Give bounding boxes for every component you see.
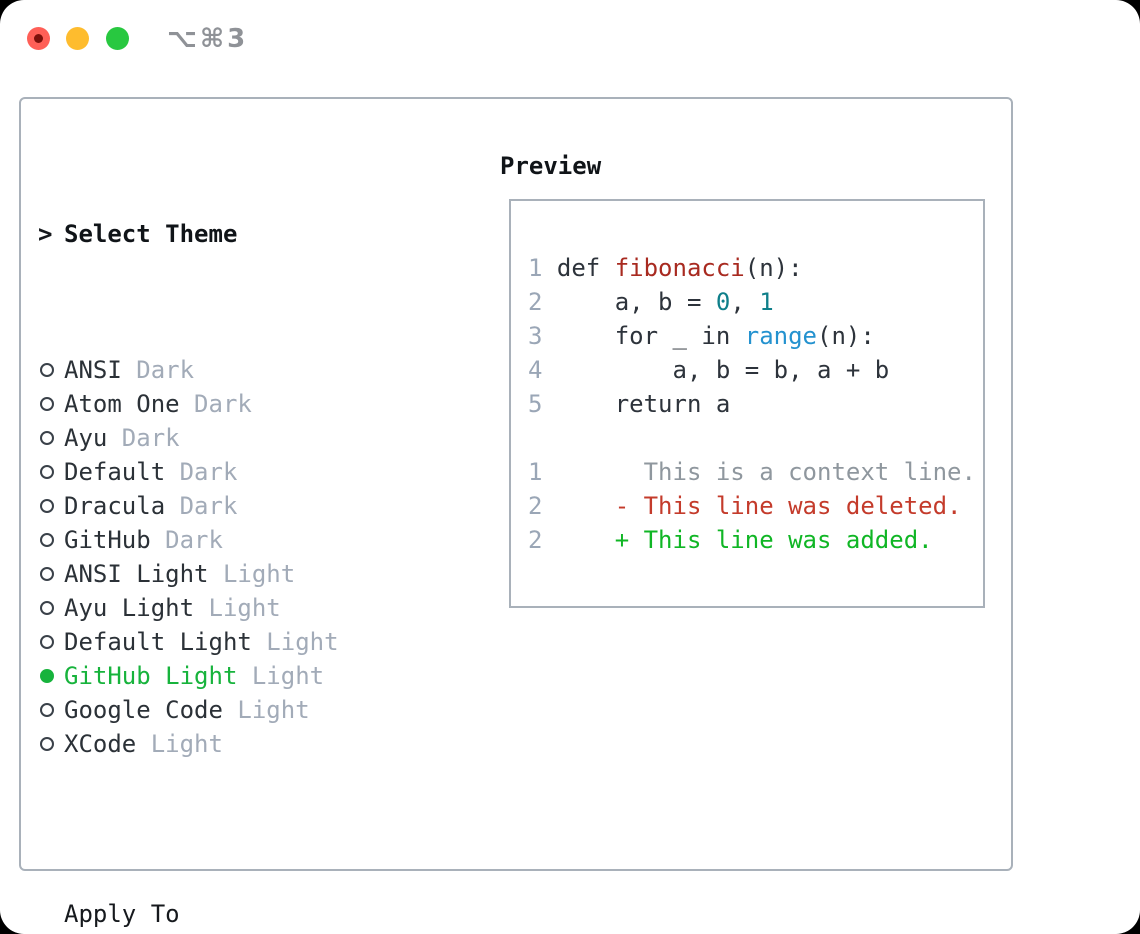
code-line: 2 a, b = 0, 1 [528, 285, 976, 319]
select-theme-header: > Select Theme [38, 217, 488, 251]
prompt-marker: > [38, 217, 64, 251]
radio-icon [40, 397, 54, 411]
code-segment-ctx: This is a context line. [556, 458, 976, 486]
code-segment-code [557, 492, 615, 520]
radio-icon [40, 533, 54, 547]
code-segment-ln: 1 [528, 458, 557, 486]
radio-icon [40, 669, 54, 683]
code-segment-add: + This line was added. [614, 526, 933, 554]
apply-to-title: Apply To [64, 900, 180, 928]
code-segment-code: a, b = b, a + b [556, 356, 890, 384]
radio-marker [38, 625, 64, 659]
theme-option[interactable]: Ayu Dark [38, 421, 488, 455]
window-title: ⌥⌘3 [167, 24, 249, 54]
code-segment-code: (n): [744, 254, 803, 282]
apply-to-marker [38, 897, 64, 931]
preview-title: Preview [500, 152, 602, 180]
code-line: 2 + This line was added. [528, 523, 976, 557]
code-segment-num: 0 [715, 288, 731, 316]
radio-marker [38, 353, 64, 387]
theme-option[interactable]: Google Code Light [38, 693, 488, 727]
theme-option[interactable]: ANSI Dark [38, 353, 488, 387]
radio-icon [40, 567, 54, 581]
theme-option[interactable]: XCode Light [38, 727, 488, 761]
theme-option[interactable]: GitHub Light Light [38, 659, 488, 693]
titlebar: ⌥⌘3 [0, 0, 1140, 70]
theme-option[interactable]: ANSI Light Light [38, 557, 488, 591]
code-line [528, 421, 976, 455]
radio-marker [38, 557, 64, 591]
select-theme-title: Select Theme [64, 220, 238, 248]
theme-option[interactable]: Default Light Light [38, 625, 488, 659]
code-segment-code: , [730, 288, 760, 316]
radio-icon [40, 465, 54, 479]
code-segment-builtin: range [744, 322, 817, 350]
radio-marker [38, 693, 64, 727]
theme-option[interactable]: Atom One Dark [38, 387, 488, 421]
radio-marker [38, 489, 64, 523]
code-line: 1 def fibonacci(n): [528, 251, 976, 285]
radio-icon [40, 737, 54, 751]
code-segment-code: def [556, 254, 615, 282]
code-segment-ln: 4 [528, 356, 557, 384]
radio-icon [40, 601, 54, 615]
code-segment-code [557, 526, 615, 554]
apply-to-header: Apply To [38, 897, 488, 931]
code-line: 5 return a [528, 387, 976, 421]
radio-icon [40, 499, 54, 513]
radio-marker [38, 421, 64, 455]
record-dot-icon [34, 34, 43, 43]
code-segment-code: return a [556, 390, 731, 418]
code-segment-ln: 3 [528, 322, 557, 350]
radio-marker [38, 523, 64, 557]
theme-option[interactable]: Default Dark [38, 455, 488, 489]
code-segment-code: a, b = [556, 288, 716, 316]
code-segment-ln: 2 [528, 288, 557, 316]
code-segment-code: for _ in [556, 322, 745, 350]
code-line: 2 - This line was deleted. [528, 489, 976, 523]
code-line: 3 for _ in range(n): [528, 319, 976, 353]
theme-option[interactable]: Dracula Dark [38, 489, 488, 523]
code-line: 1 This is a context line. [528, 455, 976, 489]
code-segment-func: fibonacci [614, 254, 745, 282]
radio-marker [38, 727, 64, 761]
radio-icon [40, 363, 54, 377]
code-segment-del: - This line was deleted. [614, 492, 962, 520]
code-segment-code: (n): [817, 322, 875, 350]
radio-marker [38, 659, 64, 693]
code-segment-ln: 1 [528, 254, 557, 282]
theme-list: ANSI Dark Atom One Dark Ayu Dark Default… [38, 353, 488, 761]
close-button[interactable] [27, 27, 50, 50]
radio-icon [40, 431, 54, 445]
radio-marker [38, 387, 64, 421]
theme-option[interactable]: Ayu Light Light [38, 591, 488, 625]
radio-icon [40, 703, 54, 717]
radio-marker [38, 455, 64, 489]
theme-picker-panel: > Select Theme ANSI Dark Atom One Dark A… [19, 97, 1013, 928]
radio-marker [38, 591, 64, 625]
code-line: 4 a, b = b, a + b [528, 353, 976, 387]
maximize-button[interactable] [106, 27, 129, 50]
radio-icon [40, 635, 54, 649]
code-segment-ln: 2 [528, 526, 557, 554]
prompt-icon: > [38, 220, 53, 248]
code-segment-num: 1 [759, 288, 774, 316]
code-segment-ln: 2 [528, 492, 557, 520]
code-segment-ln: 5 [528, 390, 557, 418]
minimize-button[interactable] [66, 27, 89, 50]
theme-picker-column: > Select Theme ANSI Dark Atom One Dark A… [38, 149, 488, 934]
theme-option[interactable]: GitHub Dark [38, 523, 488, 557]
